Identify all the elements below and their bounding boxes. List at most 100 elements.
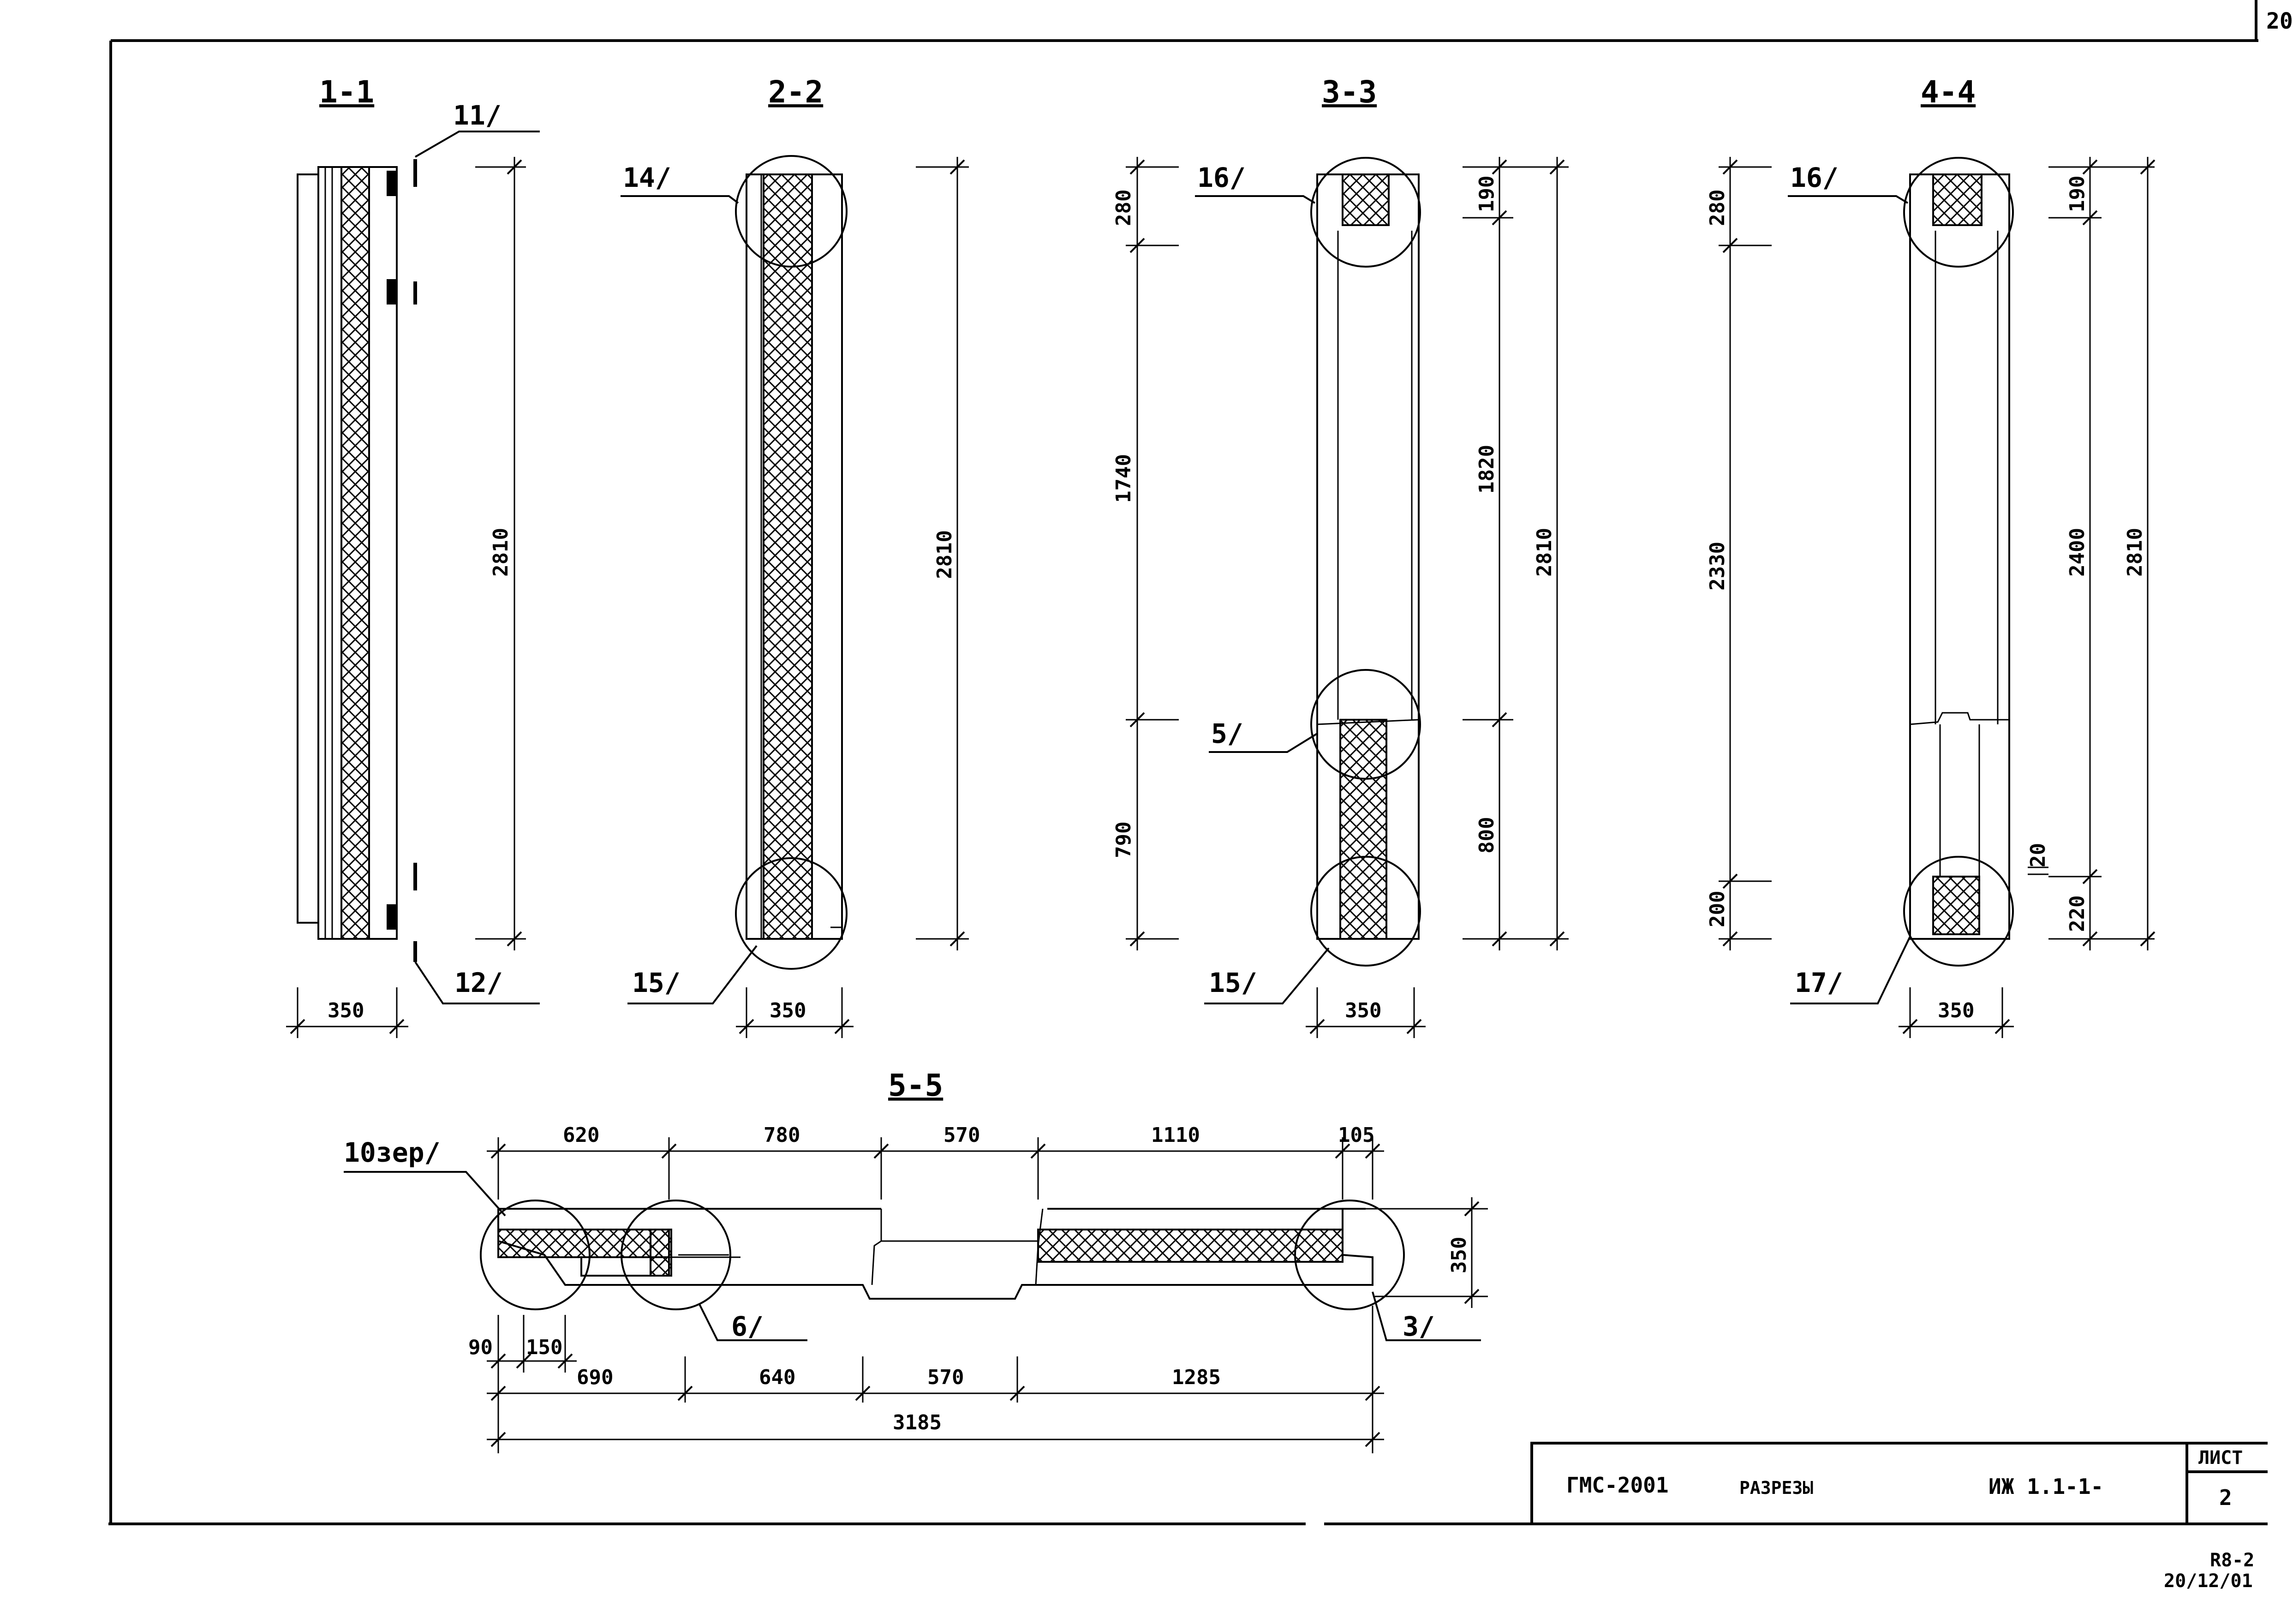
section-5-5: 5-5 10зер/ 6/ 3/ 620 780 570 1110 105 [344,1068,1488,1453]
dimension-label: 620 [563,1123,599,1147]
sheet-frame: 20 [108,0,2293,1525]
callout-15: 15/ [1209,967,1257,998]
section-title: 4-4 [1921,74,1976,110]
detail-circle [735,155,848,268]
dimension-label: 640 [759,1366,795,1389]
dimension-chain-bottom: 690 640 570 1285 [487,1306,1384,1453]
sheet-number: 2 [2219,1485,2232,1510]
leader-line [1209,733,1318,753]
insulation-layer [1339,719,1387,940]
dimension-label: 1740 [1112,454,1135,503]
dimension-label: 2810 [2123,528,2147,577]
dimension-label: 200 [1706,891,1729,927]
leader-line [1195,195,1316,204]
callout-6: 6/ [731,1311,764,1342]
callout-10zer: 10зер/ [344,1137,441,1168]
dimension-chain-left: 280 1740 790 [1112,157,1179,950]
section-4-4: 4-4 16/ 17/ 280 2330 200 20 190 2400 220 [1706,74,2156,1038]
dimension-height: 2810 [475,157,526,950]
leader-line [698,1303,807,1341]
dimension-chain-right: 20 190 2400 220 2810 [2026,157,2156,950]
detail-circle [621,1200,731,1310]
dimension-label: 150 [526,1336,562,1359]
dimension-chain-left: 280 2330 200 [1706,157,1772,950]
dimension-label: 1820 [1475,445,1499,494]
dimension-label: 350 [328,999,364,1022]
dimension-label: 2810 [1533,528,1556,577]
sheet-label: ЛИСТ [2198,1447,2243,1469]
leader-line [1372,1291,1481,1341]
dimension-width: 350 [286,987,408,1038]
dimension-label: 800 [1475,817,1499,854]
insulation-layer [340,166,370,940]
dimension-label: 20 [2026,843,2050,867]
dimension-label: 2400 [2066,528,2089,577]
dimension-label: 570 [927,1366,964,1389]
dimension-label: 190 [2066,176,2089,212]
detail-circle [1294,1200,1405,1310]
panel-outline [1909,173,2010,940]
dimension-label: 105 [1338,1123,1374,1147]
section-title: 3-3 [1322,74,1377,110]
section-title: 5-5 [888,1068,943,1103]
leader-line [1790,936,1911,1004]
revision-stamp: R8-2 20/12/01 [2164,1550,2254,1592]
dimension-width: 350 [1306,987,1426,1038]
document-code: ИЖ 1.1-1- [1988,1474,2103,1499]
plan-outline [497,1208,1373,1300]
detail-circle [1903,856,2014,967]
dimension-label: 350 [1938,999,1974,1022]
dimension-label: 90 [468,1336,493,1359]
dimension-chain-top: 620 780 570 1110 105 [487,1123,1384,1200]
stamp-line-1: R8-2 [2210,1550,2254,1571]
dimension-label: 1285 [1172,1366,1221,1389]
section-title: 1-1 [319,74,374,110]
dimension-label: 2810 [933,530,956,579]
panel-outline [297,159,417,962]
dimension-label: 780 [764,1123,800,1147]
section-1-1: 1-1 11/ 12/ 2810 350 [286,74,540,1038]
leader-line [1204,947,1330,1004]
leader-line [344,1171,506,1217]
sheet-corner-number: 20 [2266,8,2293,34]
stamp-line-2: 20/12/01 [2164,1570,2253,1592]
anchor-plate [387,904,397,930]
dimension-width: 350 [736,987,854,1038]
dimension-label: 3185 [893,1411,942,1434]
dimension-label: 790 [1112,822,1135,858]
dimension-label: 350 [770,999,806,1022]
callout-15: 15/ [632,967,681,998]
leader-line [621,195,739,204]
dimension-label: 350 [1447,1237,1471,1273]
drawing-title: РАЗРЕЗЫ [1739,1478,1813,1498]
insulation-layer [1342,173,1390,226]
section-title: 2-2 [768,74,823,110]
callout-17: 17/ [1795,967,1843,998]
section-2-2: 2-2 14/ 15/ 2810 350 [621,74,969,1038]
anchor-plate [387,279,397,304]
dimension-label: 2810 [489,528,513,577]
insulation-layer [650,1229,672,1277]
dimension-label: 280 [1112,190,1135,226]
dimension-chain-right: 190 1820 800 2810 [1463,157,1569,950]
dimension-thickness: 350 [1366,1197,1488,1308]
dimension-label: 280 [1706,190,1729,226]
detail-circle [1310,157,1421,268]
dimension-label: 570 [943,1123,980,1147]
callout-16: 16/ [1197,162,1246,193]
detail-circle [1310,856,1421,967]
insulation-layer [1932,173,1982,226]
dimension-width: 350 [1899,987,2014,1038]
dimension-height: 2810 [916,157,969,950]
callout-16: 16/ [1790,162,1839,193]
project-code: ГМС-2001 [1566,1473,1669,1498]
insulation-layer [763,173,813,940]
dimension-overall: 3185 [487,1411,1384,1447]
dimension-label: 220 [2066,896,2089,932]
callout-11: 11/ [453,100,502,131]
dimension-label: 1110 [1151,1123,1200,1147]
dimension-chain-small: 90 150 [468,1315,577,1453]
dimension-label: 190 [1475,176,1499,212]
callout-14: 14/ [623,162,671,193]
